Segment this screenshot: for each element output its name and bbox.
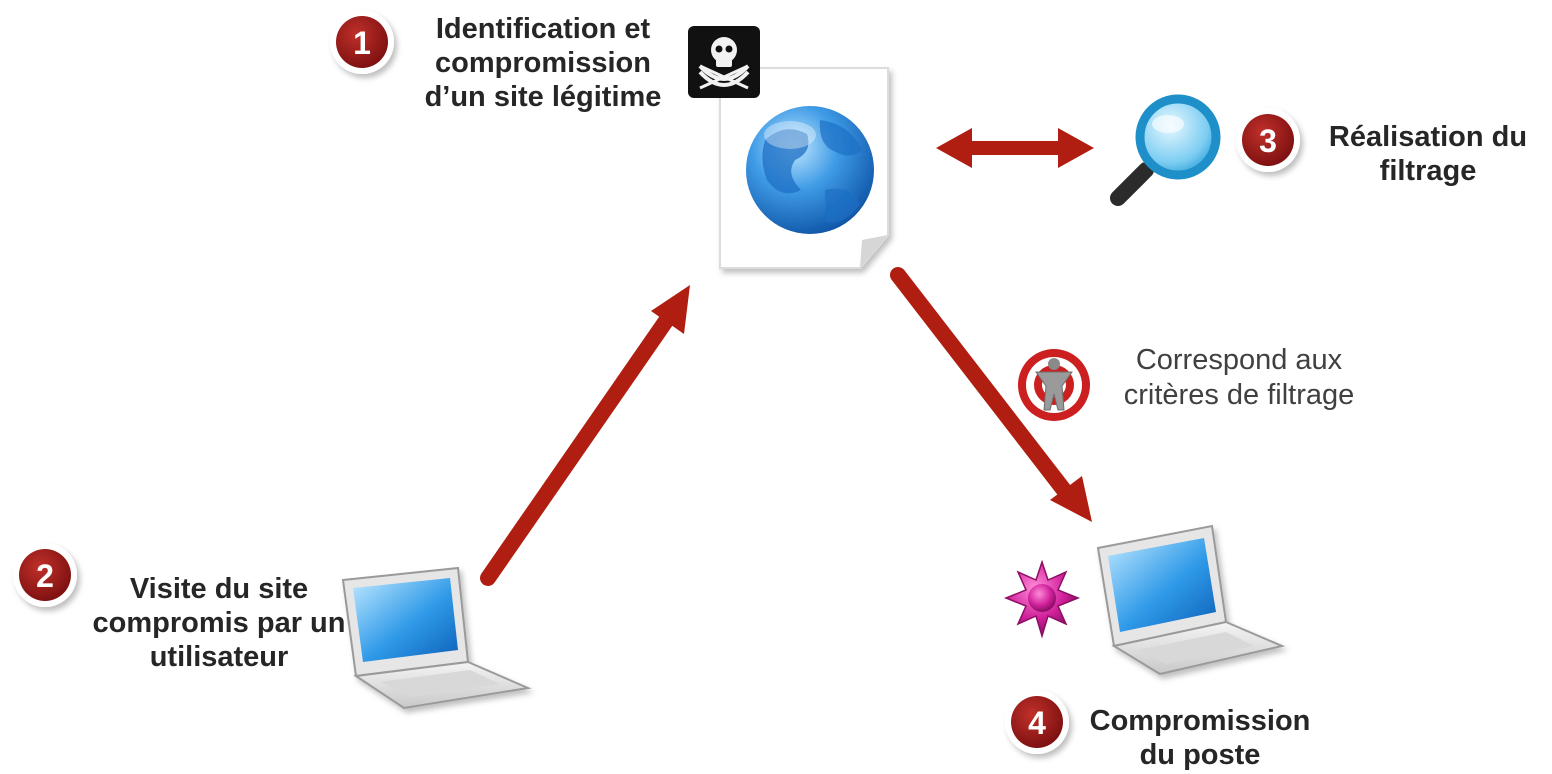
step-number: 3 <box>1259 123 1277 159</box>
laptop-icon <box>1096 524 1286 676</box>
step-1-line-3: d’un site légitime <box>424 81 662 113</box>
target-person-icon <box>1018 349 1090 421</box>
step-number: 2 <box>36 558 54 594</box>
step-badge-1: 1 <box>330 10 394 74</box>
arrow-visit-to-site <box>480 285 690 586</box>
web-page-globe-icon <box>719 67 889 269</box>
step-number: 1 <box>353 25 371 61</box>
step-2-line-1: Visite du site <box>129 573 309 605</box>
step-2-label: Visite du site compromis par un utilisat… <box>84 572 354 674</box>
step-badge-4: 4 <box>1005 690 1069 754</box>
criteria-line-1: Correspond aux <box>1135 344 1343 376</box>
step-1-label: Identification et compromission d’un sit… <box>408 12 678 114</box>
criteria-label: Correspond aux critères de filtrage <box>1104 343 1374 413</box>
step-4-line-2: du poste <box>1139 739 1261 771</box>
step-2-line-3: utilisateur <box>149 641 289 673</box>
step-2-line-2: compromis par un <box>92 607 346 639</box>
criteria-line-2: critères de filtrage <box>1123 379 1355 411</box>
step-4-line-1: Compromission <box>1089 705 1311 737</box>
magnifier-icon <box>1110 94 1221 206</box>
step-1-line-2: compromission <box>435 47 651 79</box>
step-badge-3: 3 <box>1236 108 1300 172</box>
arrow-site-to-victim <box>890 267 1092 522</box>
step-4-label: Compromission du poste <box>1070 704 1330 772</box>
step-number: 4 <box>1028 705 1046 741</box>
step-badge-2: 2 <box>13 543 77 607</box>
step-3-line-1: Réalisation du <box>1328 121 1528 153</box>
malware-virus-icon <box>1003 559 1081 639</box>
step-3-label: Réalisation du filtrage <box>1306 120 1550 188</box>
arrow-site-to-filter <box>936 128 1094 168</box>
pirate-flag-icon <box>688 26 760 98</box>
step-1-line-1: Identification et <box>435 13 651 45</box>
step-3-line-2: filtrage <box>1379 155 1477 187</box>
laptop-icon <box>341 566 532 710</box>
